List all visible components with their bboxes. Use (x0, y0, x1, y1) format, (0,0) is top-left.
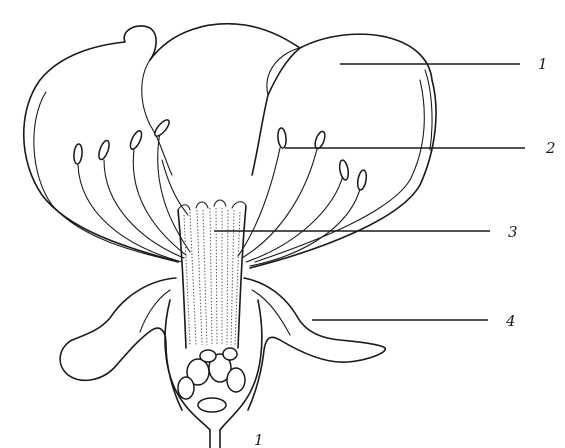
ovule (223, 348, 237, 360)
label-petal: 1 (538, 55, 548, 73)
anther (338, 159, 349, 180)
petal-right (250, 34, 436, 268)
stamen-tube-left (178, 210, 186, 348)
sepal-right (244, 278, 385, 410)
petal-right-inner (255, 48, 424, 262)
anther (153, 118, 172, 138)
stipple (231, 210, 234, 345)
leader-lines (214, 64, 525, 320)
stamen-tube (178, 200, 246, 348)
petal-left (24, 26, 178, 262)
anther (73, 144, 83, 165)
filament (133, 150, 186, 255)
label-stamen-tube: 3 (508, 223, 518, 241)
anther (97, 139, 111, 161)
label-sepal: 4 (505, 312, 516, 330)
stamen-tube-top (178, 200, 246, 210)
ovary (165, 300, 262, 448)
anther (356, 169, 367, 190)
labels: 1 2 3 4 1 (254, 55, 556, 448)
filament (242, 145, 318, 258)
label-anther: 2 (545, 139, 556, 157)
ovule (178, 377, 194, 399)
anther (313, 130, 327, 150)
filament (246, 172, 344, 262)
stipple (210, 208, 212, 345)
ovule (198, 398, 226, 412)
label-ovary: 1 (254, 431, 264, 448)
petal-right-edge (425, 70, 432, 150)
stipple (203, 210, 207, 345)
ovule (227, 368, 245, 392)
sepals (60, 278, 385, 410)
anther (277, 128, 287, 149)
sepal-right-inner (252, 290, 290, 335)
sepal-left (60, 278, 182, 410)
stamen-tube-right (238, 206, 246, 348)
stipple (197, 210, 202, 345)
ovule (200, 350, 216, 362)
anther (128, 129, 144, 151)
filament (238, 148, 280, 256)
petal-center (150, 24, 300, 175)
stipple (227, 210, 228, 345)
pedicel (210, 430, 220, 448)
stipple (216, 208, 217, 345)
anthers (73, 118, 368, 191)
stipple (190, 212, 196, 345)
petal-center-fold (142, 60, 172, 175)
